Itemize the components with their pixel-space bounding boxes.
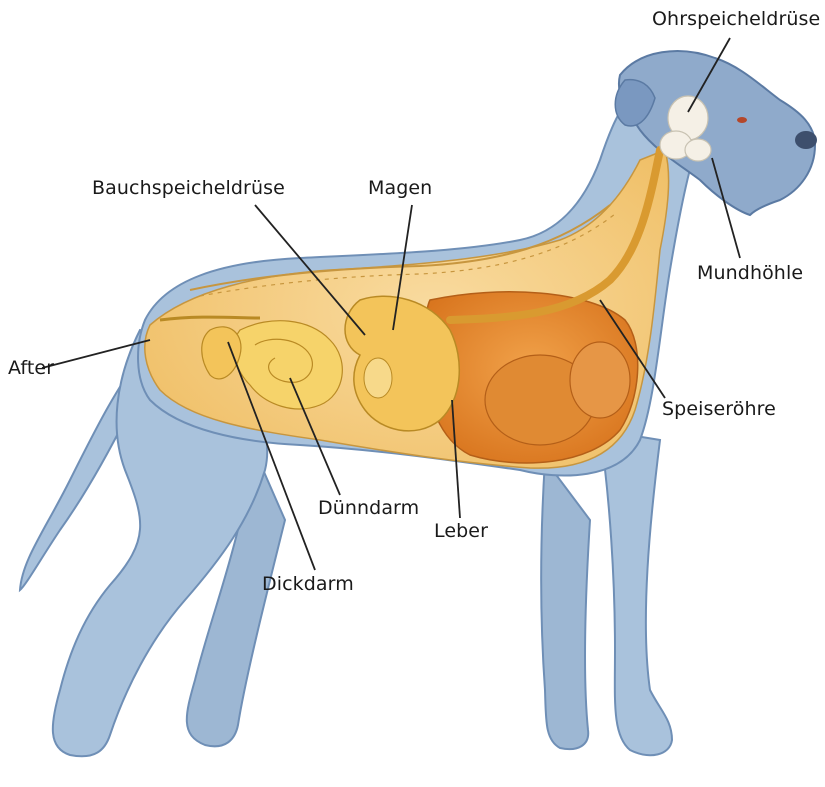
label-leber: Leber [434,520,488,542]
label-duenndarm: Dünndarm [318,497,419,519]
label-ohrspeicheldruese: Ohrspeicheldrüse [652,8,820,30]
label-after: After [8,357,54,379]
label-bauchspeicheldruese: Bauchspeicheldrüse [92,177,285,199]
label-mundhoehle: Mundhöhle [697,262,803,284]
label-dickdarm: Dickdarm [262,573,354,595]
label-magen: Magen [368,177,432,199]
label-speiseroehre: Speiseröhre [662,398,776,420]
